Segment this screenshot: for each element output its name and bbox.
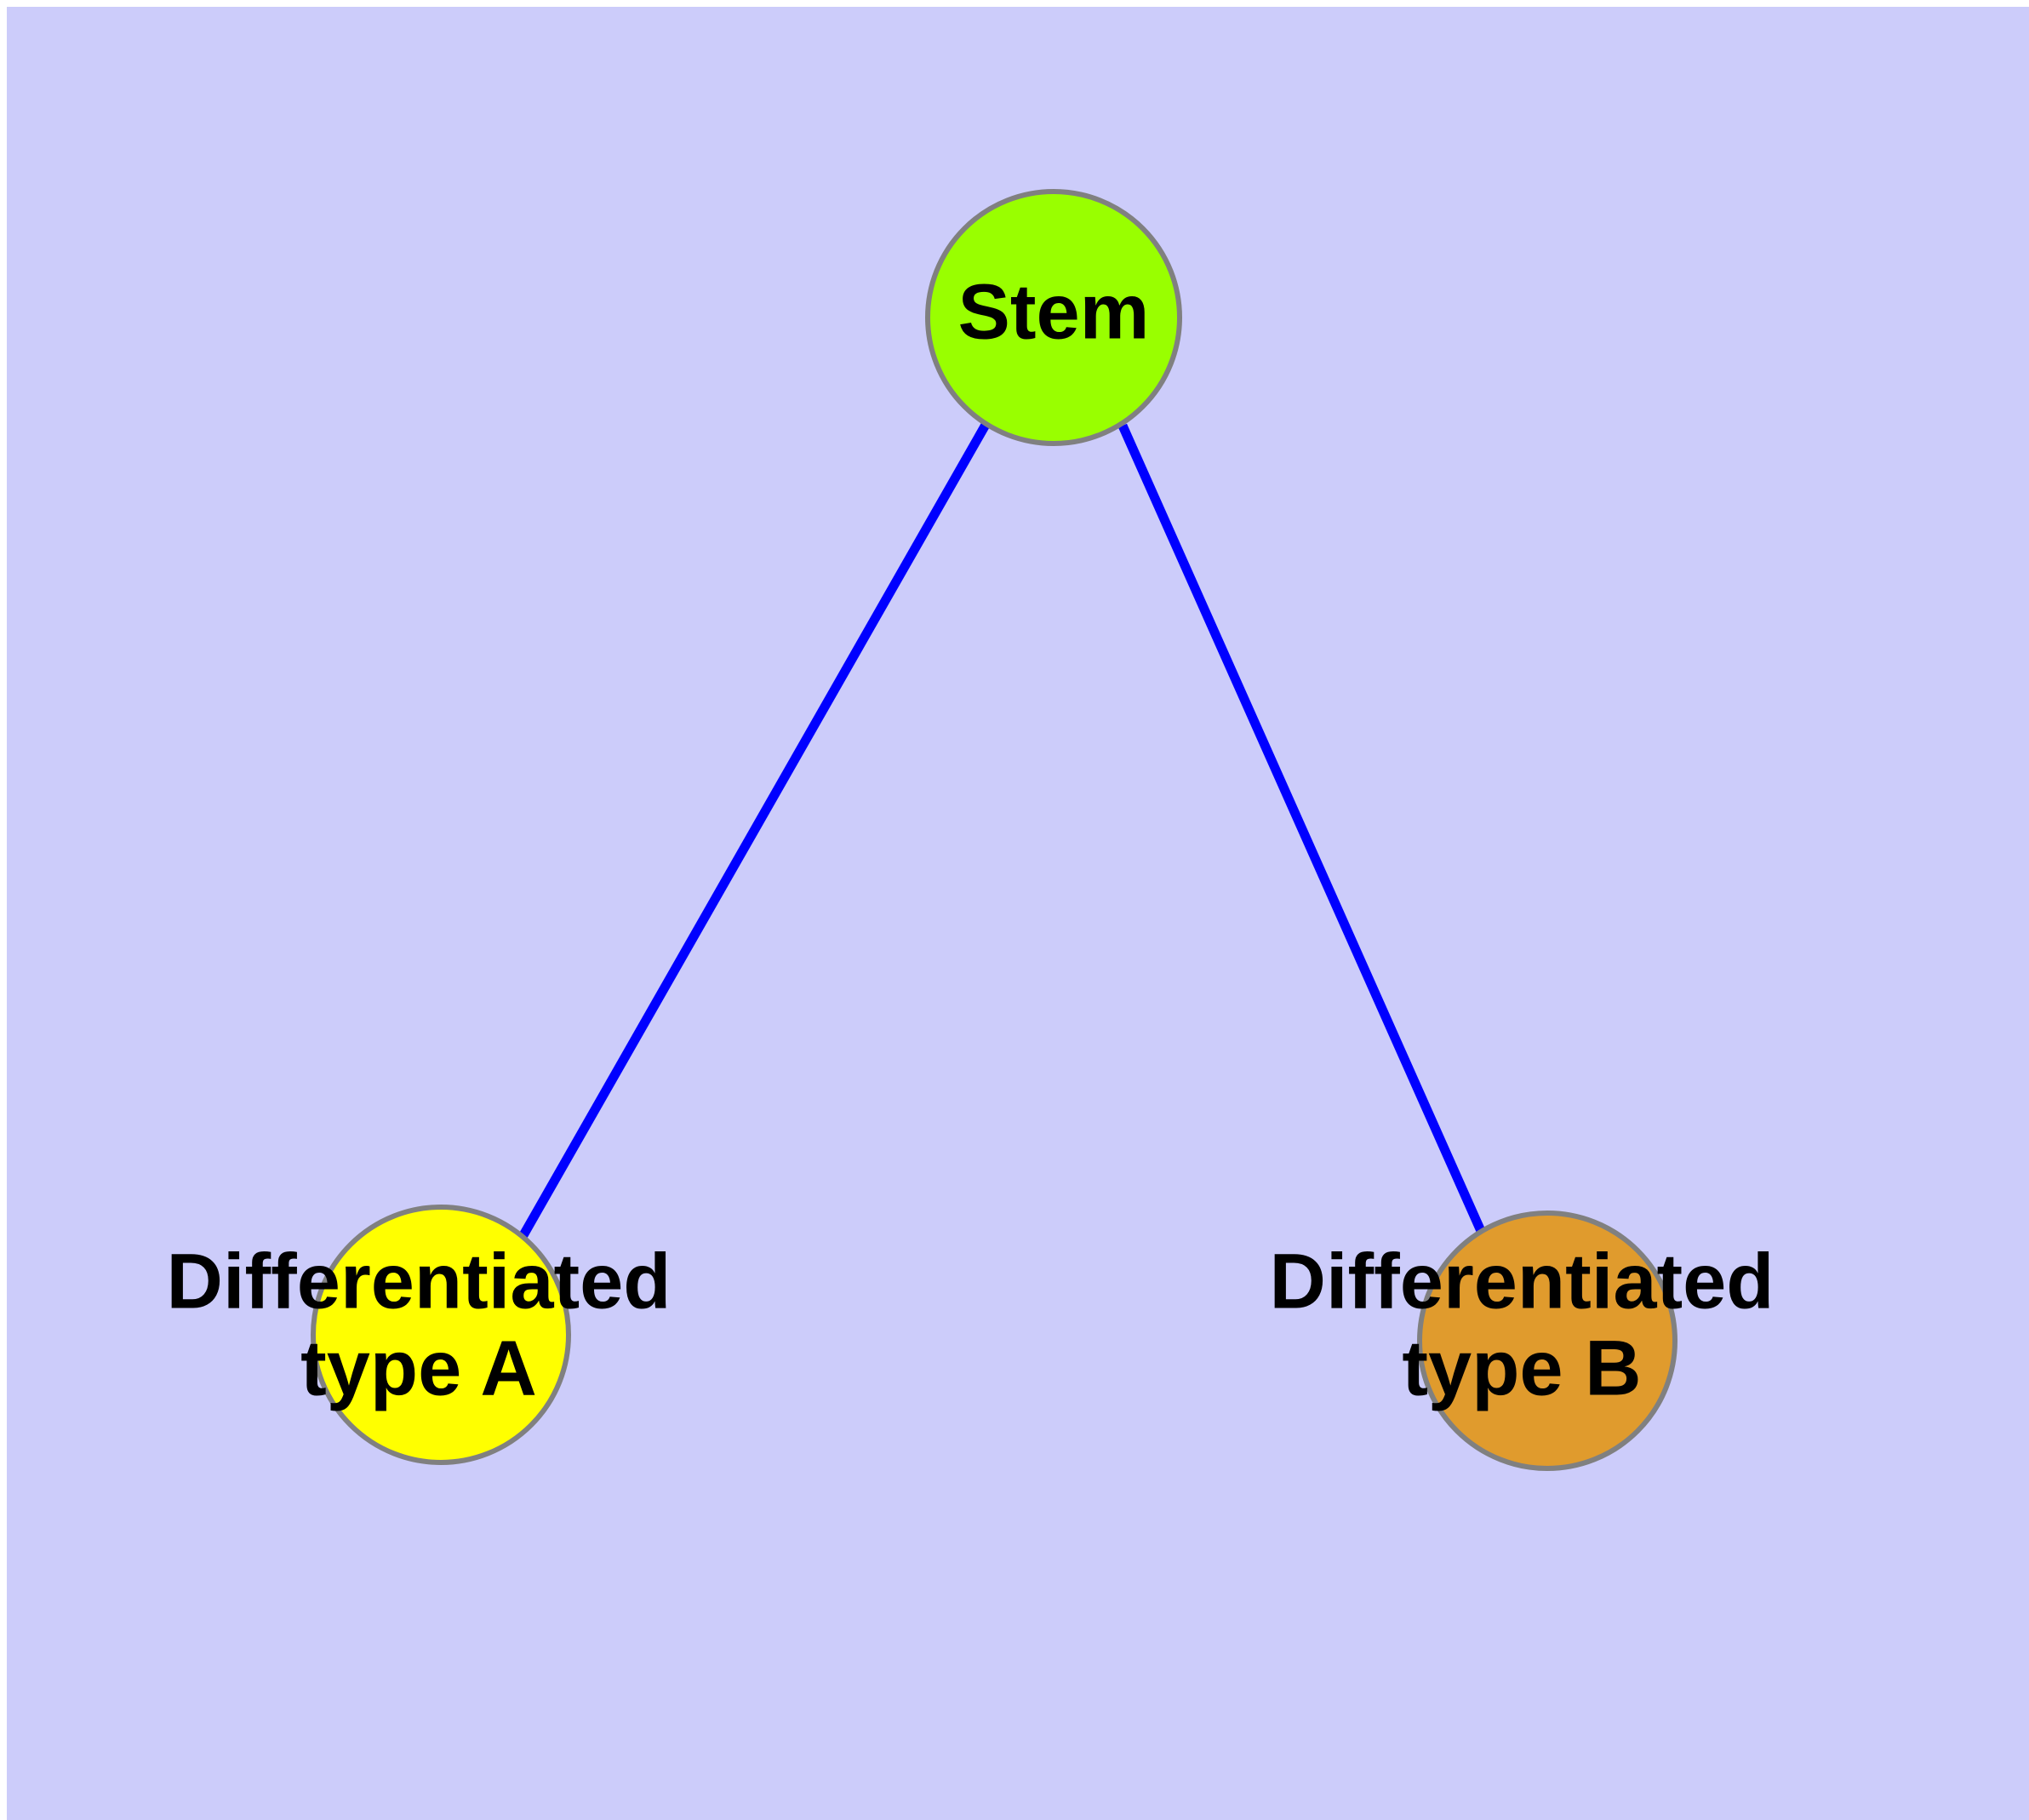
node-label-differentiated-type-b-line1: Differentiated [1270,1238,1775,1325]
node-label-stem: Stem [958,268,1150,355]
label-layer: Stem Differentiated type A Differentiate… [167,268,1775,1411]
edge-stem-to-differentiated-type-b[interactable] [1117,423,1486,1233]
node-stem[interactable] [925,189,1182,446]
node-differentiated-type-b[interactable] [1417,1210,1677,1471]
node-label-differentiated-type-b-line2: type B [1402,1325,1641,1411]
edge-stem-to-differentiated-type-a[interactable] [519,422,990,1238]
edge-layer [519,422,1486,1238]
node-differentiated-type-a[interactable] [311,1205,571,1465]
node-layer [311,189,1677,1471]
node-label-differentiated-type-a-line1: Differentiated [167,1238,672,1325]
node-label-differentiated-type-a-line2: type A [300,1325,537,1411]
